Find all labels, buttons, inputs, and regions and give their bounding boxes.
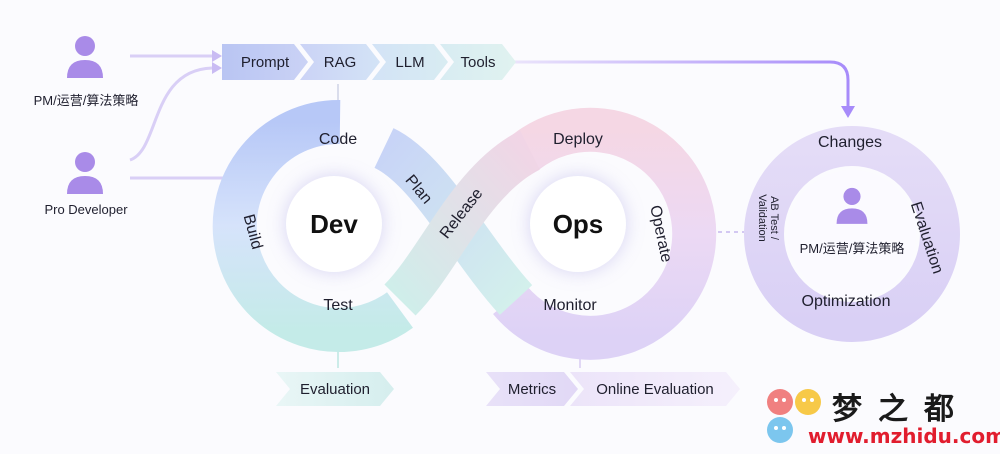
- ops-label-monitor: Monitor: [543, 297, 597, 314]
- ops-ring: [493, 107, 717, 360]
- cycle-label-optimization: Optimization: [801, 293, 891, 310]
- dev-center: Dev: [286, 176, 382, 272]
- ops-output-metrics: Metrics: [486, 372, 578, 406]
- flow-line-dev-to-tools: [129, 66, 213, 162]
- release-band: [383, 130, 541, 316]
- dev-label-test: Test: [323, 297, 353, 314]
- right-cycle-ring: [744, 126, 960, 342]
- flow-arrow-pm: [212, 50, 222, 62]
- cycle-label-ab-test: AB Test / Validation: [756, 194, 780, 242]
- actor-label-developer: Pro Developer: [44, 202, 128, 217]
- cycle-label-changes: Changes: [817, 134, 883, 151]
- flow-line-tools-to-changes: [505, 60, 850, 108]
- actor-label-pm: PM/运营/算法策略: [33, 93, 139, 108]
- dev-label-code: Code: [318, 131, 358, 148]
- person-icon-pm: [64, 34, 106, 78]
- dev-output-evaluation: Evaluation: [276, 372, 394, 406]
- person-icon-right: [834, 186, 870, 224]
- person-icon-developer: [64, 150, 106, 194]
- tool-chevron-prompt: Prompt: [222, 44, 308, 80]
- ops-output-online-evaluation: Online Evaluation: [570, 372, 740, 406]
- ops-label-deploy: Deploy: [553, 131, 603, 148]
- right-cycle-inner: [788, 170, 916, 298]
- tool-chevron-rag: RAG: [300, 44, 380, 80]
- flow-arrow-changes: [841, 106, 855, 118]
- dev-ring: [212, 99, 413, 352]
- watermark-brand: 梦之都: [832, 392, 970, 427]
- watermark-logo: [762, 384, 826, 448]
- watermark-url: www.mzhidu.com: [808, 424, 1000, 448]
- flow-arrow-dev-tools: [212, 62, 222, 74]
- right-actor-label: PM/运营/算法策略: [799, 241, 905, 256]
- ops-center: Ops: [530, 176, 626, 272]
